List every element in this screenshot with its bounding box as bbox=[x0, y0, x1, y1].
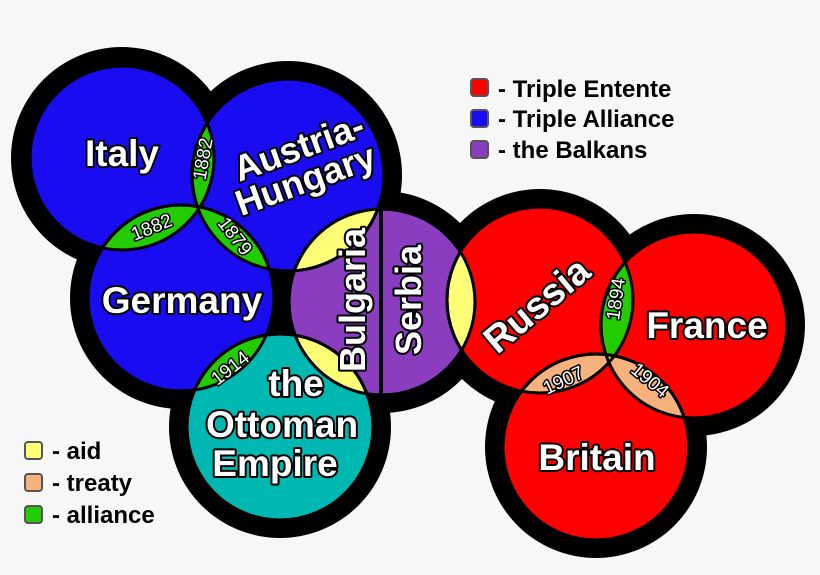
label-serbia: Serbia bbox=[388, 244, 429, 355]
legend-swatch-triple-entente bbox=[470, 78, 489, 97]
label-bulgaria: Bulgaria bbox=[332, 227, 373, 372]
legend-label-alliance: - alliance bbox=[52, 502, 155, 529]
legend-relations: - aid - treaty - alliance bbox=[24, 438, 155, 529]
legend-swatch-treaty bbox=[24, 473, 43, 492]
label-france: France bbox=[646, 305, 767, 346]
label-ottoman-line2: Ottoman bbox=[206, 404, 358, 445]
lens-france-britain bbox=[601, 352, 691, 418]
legend-swatch-aid bbox=[24, 441, 43, 460]
label-britain: Britain bbox=[538, 437, 655, 478]
legend-swatch-alliance bbox=[24, 505, 43, 524]
lens-balkans-austria bbox=[289, 209, 386, 273]
legend-label-aid: - aid bbox=[52, 438, 101, 465]
legend-swatch-triple-alliance bbox=[470, 109, 489, 128]
legend-label-triple-alliance: - Triple Alliance bbox=[498, 106, 675, 133]
circle-outlines bbox=[28, 64, 789, 542]
legend-label-triple-entente: - Triple Entente bbox=[498, 76, 671, 103]
label-ottoman-line1: the bbox=[268, 363, 324, 404]
legend-blocs: - Triple Entente - Triple Alliance - the… bbox=[470, 76, 675, 164]
legend-label-treaty: - treaty bbox=[52, 470, 133, 497]
legend-label-balkans: - the Balkans bbox=[498, 137, 647, 164]
label-germany: Germany bbox=[102, 280, 263, 321]
label-italy: Italy bbox=[85, 133, 159, 174]
label-ottoman-line3: Empire bbox=[212, 443, 337, 484]
legend-swatch-balkans bbox=[470, 140, 489, 159]
